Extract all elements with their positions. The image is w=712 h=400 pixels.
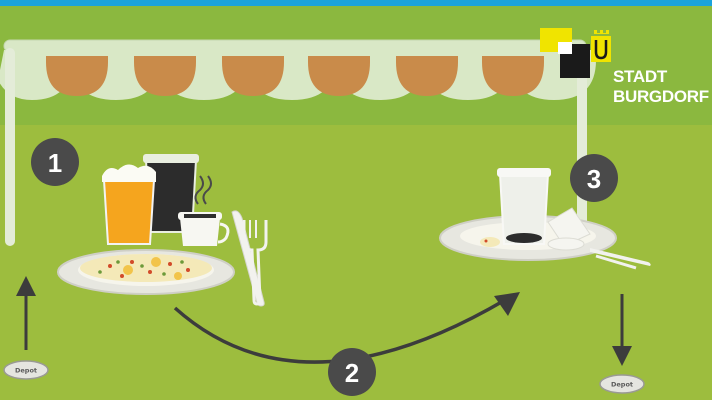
beer-glass-icon <box>102 164 156 244</box>
step-1-number: 1 <box>48 148 62 178</box>
deposit-coin-right-icon: Depot <box>600 375 644 393</box>
step-1-badge: 1 <box>31 138 79 186</box>
deposit-coin-right-label: Depot <box>611 381 633 389</box>
food-plate-icon <box>58 250 234 294</box>
logo-line2: BURGDORF <box>613 87 709 106</box>
deposit-coin-left-icon: Depot <box>4 361 48 379</box>
logo-line1: STADT <box>613 67 668 86</box>
deposit-coin-left-label: Depot <box>15 367 37 375</box>
top-bar <box>0 0 712 6</box>
step-3-badge: 3 <box>570 154 618 202</box>
empty-cup-icon <box>497 168 551 244</box>
left-pole <box>5 48 15 246</box>
step-2-number: 2 <box>345 358 359 388</box>
step-3-number: 3 <box>587 164 601 194</box>
step-2-badge: 2 <box>328 348 376 396</box>
